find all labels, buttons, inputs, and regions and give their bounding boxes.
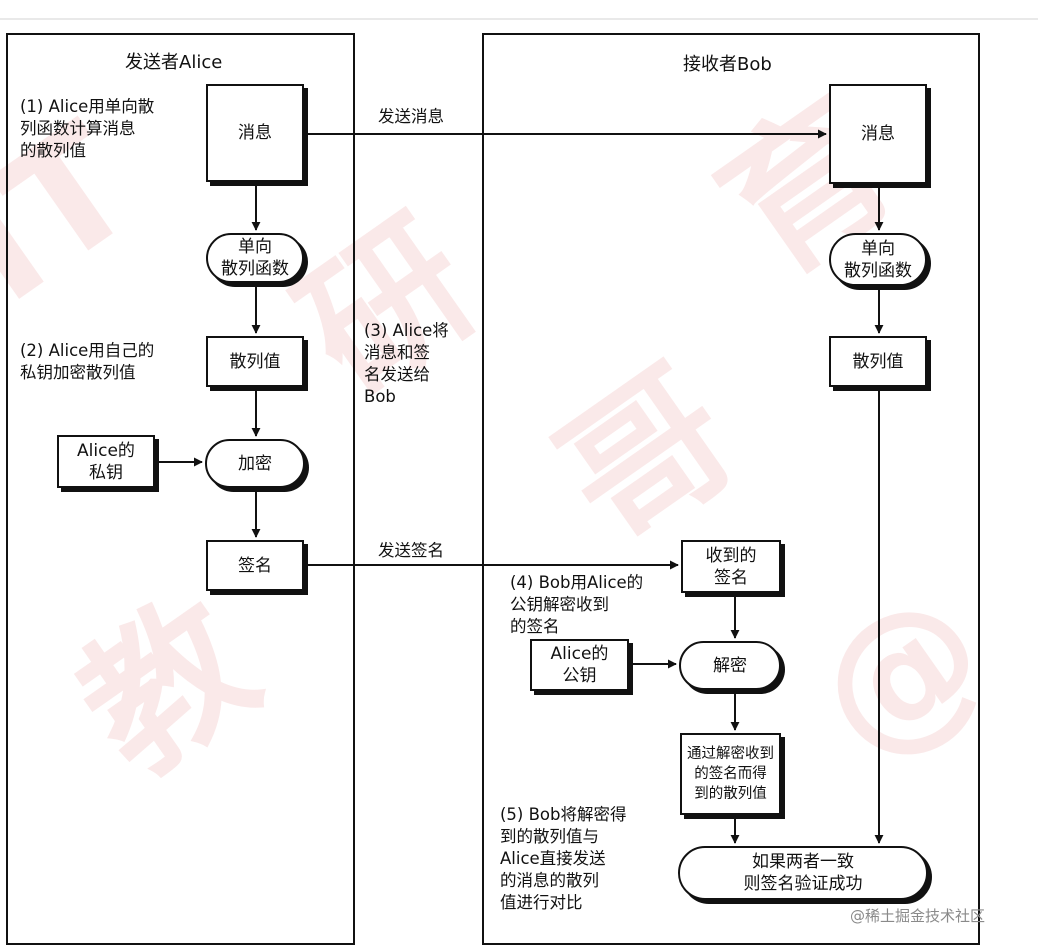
receiver-panel: [482, 33, 980, 945]
sender-hash-value-box: 散列值: [206, 336, 304, 387]
receiver-hash-value-box: 散列值: [829, 336, 927, 387]
send-signature-label: 发送签名: [378, 541, 444, 560]
source-credit: @稀土掘金技术社区: [850, 907, 986, 925]
receiver-hash-function: 单向 散列函数: [829, 233, 927, 286]
alice-private-key-box: Alice的 私钥: [57, 435, 155, 488]
receiver-message-box: 消息: [829, 84, 927, 184]
received-signature-box: 收到的 签名: [681, 540, 781, 593]
sender-title: 发送者Alice: [125, 52, 223, 73]
step-2-note: (2) Alice用自己的 私钥加密散列值: [20, 341, 155, 382]
encrypt-step: 加密: [205, 439, 305, 488]
alice-public-key-box: Alice的 公钥: [530, 639, 629, 691]
step-1-note: (1) Alice用单向散 列函数计算消息 的散列值: [20, 97, 155, 160]
sender-hash-function: 单向 散列函数: [206, 233, 304, 283]
sender-message-box: 消息: [206, 84, 304, 182]
decrypt-step: 解密: [679, 641, 781, 690]
send-message-label: 发送消息: [378, 107, 444, 126]
decrypted-hash-box: 通过解密收到 的签名而得 到的散列值: [680, 733, 781, 815]
step-4-note: (4) Bob用Alice的 公钥解密收到 的签名: [510, 573, 644, 636]
top-divider: [0, 18, 1038, 20]
sender-panel: [6, 33, 355, 945]
step-5-note: (5) Bob将解密得 到的散列值与 Alice直接发送 的消息的散列 值进行对…: [500, 805, 627, 912]
receiver-title: 接收者Bob: [683, 54, 772, 75]
verify-result: 如果两者一致 则签名验证成功: [678, 846, 928, 900]
signature-box: 签名: [206, 540, 304, 591]
step-3-note: (3) Alice将 消息和签 名发送给 Bob: [364, 321, 449, 406]
